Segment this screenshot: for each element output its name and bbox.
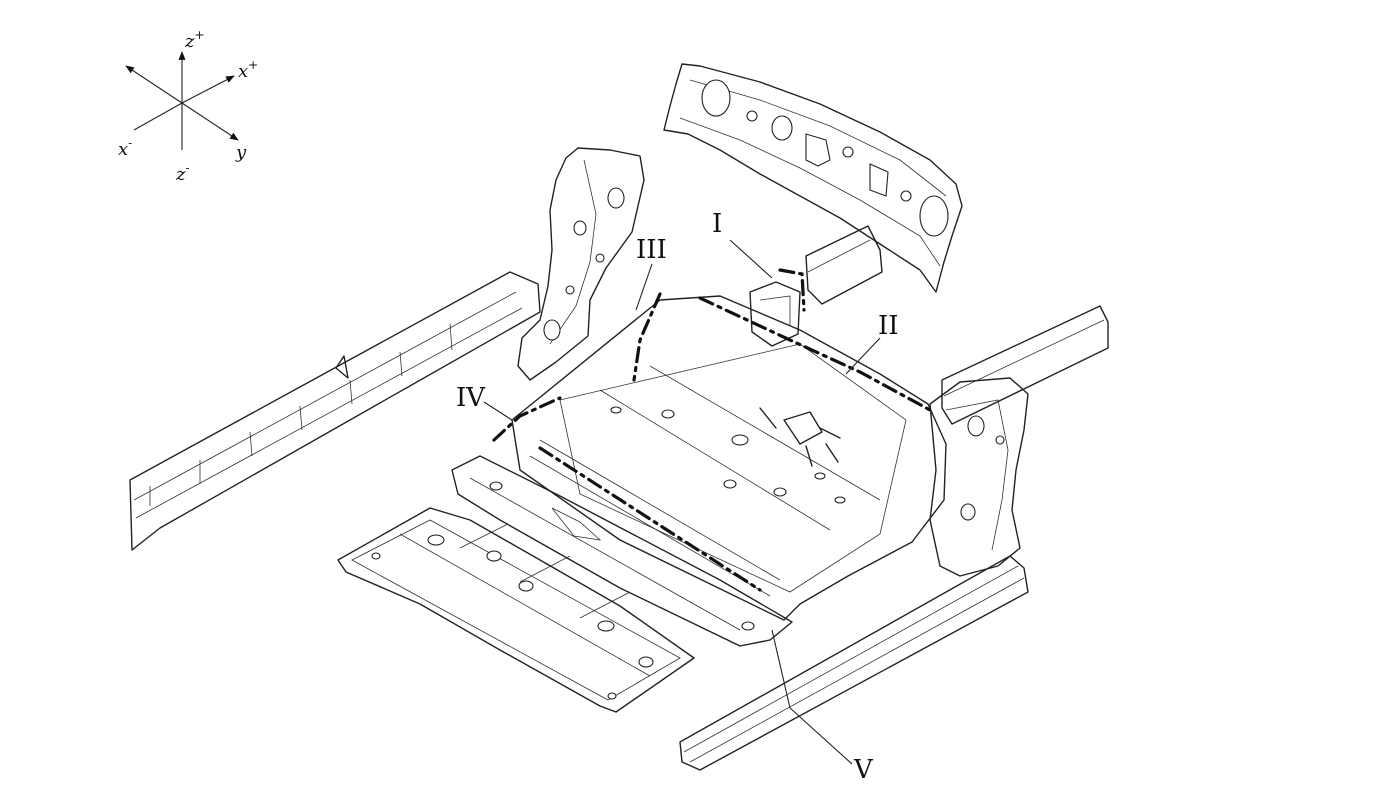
leader-V [771, 629, 853, 765]
callout-III: III [636, 235, 667, 265]
rear-wall-panel [663, 63, 963, 305]
weld-seams [492, 268, 932, 592]
axis-label-z-plus: z+ [184, 28, 205, 52]
coordinate-axes: z+ x+ x- z- y [118, 28, 258, 185]
callout-II: II [878, 311, 899, 341]
x-minus-line [133, 102, 183, 131]
weld-seam-III [632, 292, 662, 382]
left-pillar [517, 147, 645, 381]
weld-seam-V [538, 446, 762, 592]
axis-label-z-minus: z- [175, 161, 190, 185]
center-bracket [749, 281, 801, 347]
weld-seam-II [698, 296, 932, 412]
axis-label-x-minus: x- [118, 136, 132, 160]
weld-seam-I [778, 268, 806, 312]
weld-seam-IV [492, 396, 562, 442]
callout-V: V [853, 755, 874, 785]
front-floor-panel [451, 455, 793, 647]
axis-label-x-plus: x+ [238, 58, 258, 82]
callout-IV: IV [456, 383, 486, 413]
y-arrow [181, 102, 239, 141]
leader-I [729, 239, 773, 279]
leader-II [845, 337, 881, 375]
rear-floor-tub [511, 281, 947, 621]
callout-I: I [712, 209, 722, 239]
leader-lines [483, 239, 881, 765]
left-side-rail [129, 271, 541, 551]
x-plus-arrow [181, 75, 235, 104]
axis-label-y: y [235, 142, 247, 163]
right-pillar [929, 377, 1029, 577]
right-side-rail [679, 305, 1109, 771]
leader-III [635, 263, 653, 311]
y-minus-arrow [125, 65, 183, 104]
lower-floor-panel [337, 507, 695, 713]
leader-IV [483, 401, 513, 421]
floor-bracket [783, 411, 823, 445]
